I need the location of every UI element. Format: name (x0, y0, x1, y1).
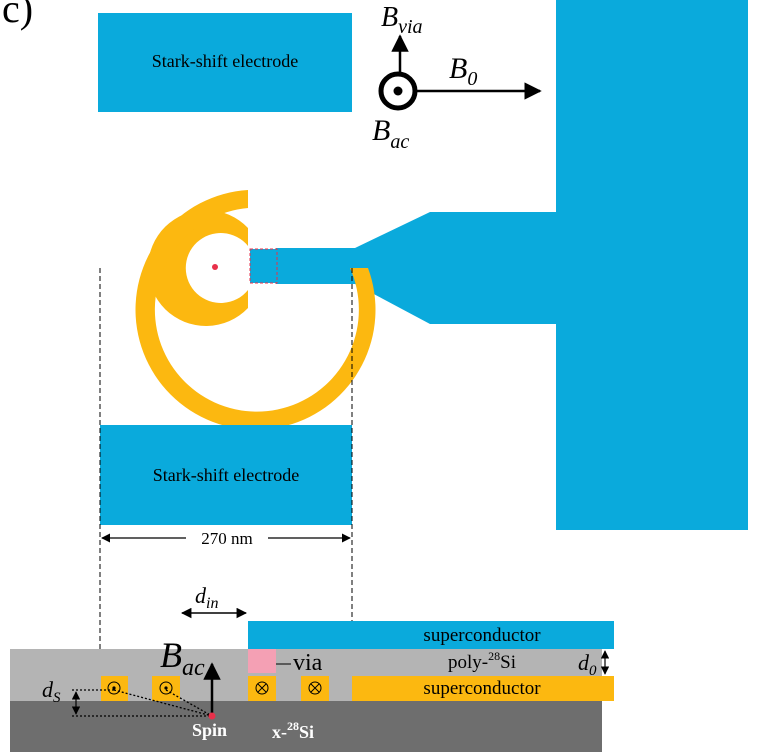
spin-label: Spin (192, 720, 227, 740)
ground-plane (556, 0, 748, 530)
ds-geometry (72, 689, 213, 717)
width-dimension-label: 270 nm (201, 529, 252, 548)
top-superconductor-label: superconductor (423, 625, 541, 646)
top-superconductor-layer (248, 621, 614, 649)
cross-section (10, 607, 614, 752)
b-via-label: Bvia (381, 2, 423, 38)
field-axes (378, 34, 542, 111)
stark-shift-electrode-top-label: Stark-shift electrode (152, 51, 298, 71)
substrate-layer (10, 701, 602, 752)
spin-dot (208, 712, 216, 720)
d-0-label: d0 (578, 650, 597, 679)
poly-si-label: poly-28Si (448, 649, 516, 673)
panel-label: c) (2, 0, 33, 31)
ds-label: dS (42, 677, 61, 706)
spin-marker-top (212, 264, 218, 270)
bottom-superconductor-layer (352, 676, 614, 701)
via-block (248, 649, 276, 673)
stark-shift-electrode-bottom (100, 425, 352, 525)
via-pad (249, 248, 278, 284)
feedline-taper (276, 212, 556, 324)
b-ac-section-label: Bac (160, 635, 205, 681)
bottom-superconductor-label: superconductor (423, 678, 541, 699)
spiral-coil (135, 190, 376, 430)
b-0-label: B0 (449, 52, 477, 90)
substrate-label: x-28Si (272, 719, 314, 742)
d-in-label: din (195, 583, 218, 612)
b-ac-label: Bac (372, 114, 409, 153)
stark-shift-electrode-bottom-label: Stark-shift electrode (153, 465, 299, 485)
via-label: via (293, 650, 323, 676)
stark-shift-electrode-top (98, 13, 352, 112)
